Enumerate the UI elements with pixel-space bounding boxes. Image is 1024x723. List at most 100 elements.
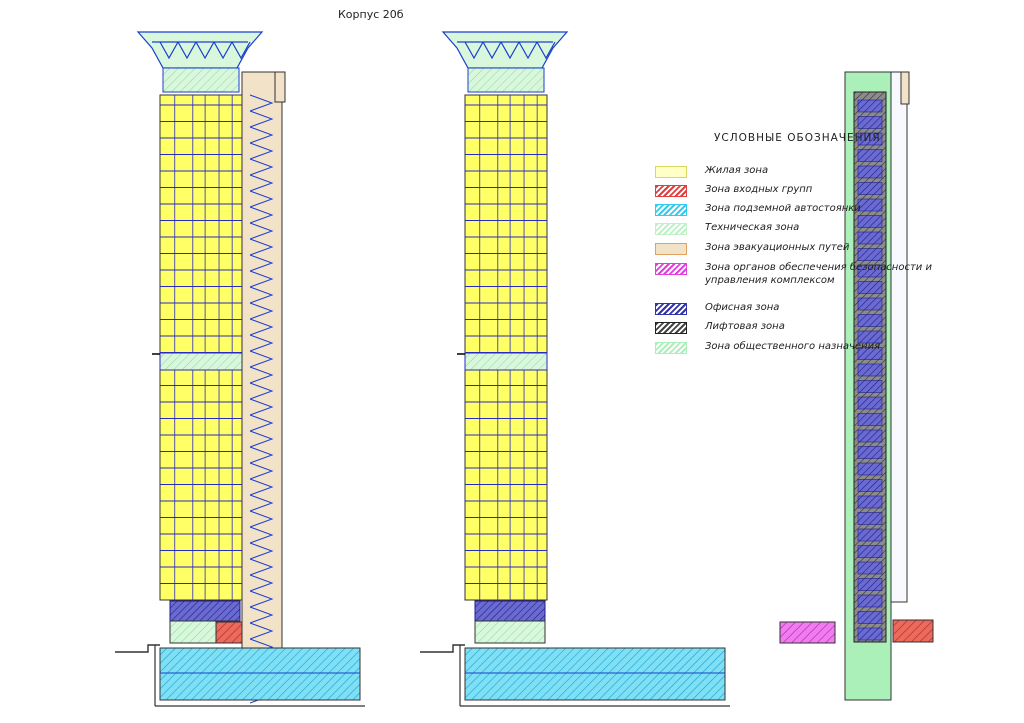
technical-top <box>162 67 240 93</box>
legend-swatch <box>655 303 687 315</box>
stair-flight <box>249 526 274 544</box>
lift-cabin <box>857 446 883 459</box>
stair-flight <box>249 494 274 512</box>
stair-flight <box>249 190 274 208</box>
parking-zone <box>159 647 361 701</box>
lift-cabin <box>857 248 883 261</box>
stair-flight <box>249 302 274 320</box>
legend-title: УСЛОВНЫЕ ОБОЗНАЧЕНИЯ <box>714 132 881 144</box>
stair-flight <box>249 206 274 224</box>
legend-label: Зона входных групп <box>705 184 813 195</box>
lift-cabin <box>857 231 883 245</box>
crown-truss <box>195 41 215 60</box>
lift-cabin <box>857 149 883 162</box>
lift-cabin <box>857 479 883 492</box>
lift-cabin <box>857 347 883 360</box>
legend-label: Лифтовая зона <box>705 321 785 332</box>
stair-flight <box>249 590 274 608</box>
legend-swatch <box>655 185 687 197</box>
stair-flight <box>249 606 274 624</box>
ground-line <box>115 644 160 653</box>
legend-swatch <box>655 223 687 235</box>
side-wall <box>890 71 908 603</box>
lift-cabin <box>857 363 883 377</box>
stair-flight <box>249 158 274 176</box>
security-zone <box>779 621 836 644</box>
stair-flight <box>249 462 274 480</box>
crown-truss <box>518 41 538 60</box>
legend-swatch <box>655 263 687 275</box>
legend-label: Зона общественного назначения <box>705 341 881 352</box>
roof-exit <box>900 71 910 105</box>
lift-cabin <box>857 132 883 146</box>
lift-cabin <box>857 561 883 575</box>
crown-truss <box>500 41 520 60</box>
entrance-zone <box>215 621 243 644</box>
lift-cabin <box>857 578 883 591</box>
lift-cabin <box>857 215 883 228</box>
crown-truss <box>482 41 502 60</box>
office-zone <box>169 600 241 622</box>
technical-top <box>467 67 545 93</box>
crown-truss <box>177 41 197 60</box>
legend-label: Жилая зона <box>705 165 769 176</box>
office-zone <box>474 600 546 622</box>
stair-flight <box>249 126 274 144</box>
lift-cabin <box>857 396 883 410</box>
stair-flight <box>249 222 274 240</box>
stair-flight <box>249 622 274 640</box>
lift-cabin <box>857 429 883 443</box>
stair-flight <box>249 142 274 160</box>
lift-cabin <box>857 165 883 179</box>
legend-label: Зона органов обеспечения безопасности и … <box>705 262 932 286</box>
lift-cabin <box>857 495 883 509</box>
ground-line <box>420 644 465 653</box>
lift-cabin <box>857 198 883 212</box>
building-title: Корпус 20б <box>338 8 404 21</box>
legend-swatch <box>655 342 687 354</box>
legend-label: Зона эвакуационных путей <box>705 242 850 253</box>
lift-cabin <box>857 182 883 195</box>
stair-flight <box>249 542 274 560</box>
crown-truss <box>213 41 233 60</box>
lift-cabin <box>857 462 883 476</box>
lift-cabin <box>857 330 883 344</box>
lift-cabin <box>857 594 883 608</box>
lift-cabin <box>857 528 883 542</box>
stair-flight <box>249 286 274 304</box>
stair-flight <box>249 510 274 528</box>
stair-flight <box>249 558 274 576</box>
legend-label: Техническая зона <box>705 222 800 233</box>
lift-cabin <box>857 116 883 129</box>
legend-label: Офисная зона <box>705 302 780 313</box>
stair-flight <box>249 350 274 368</box>
stair-flight <box>249 574 274 592</box>
stair-flight <box>249 270 274 288</box>
technical-mid <box>159 352 243 371</box>
stair-flight <box>249 478 274 496</box>
stair-flight <box>249 94 274 112</box>
living-zone <box>159 94 243 601</box>
lift-cabin <box>857 413 883 426</box>
crown-truss <box>464 41 484 60</box>
lift-cabin <box>857 264 883 278</box>
lift-cabin <box>857 99 883 113</box>
stair-flight <box>249 398 274 416</box>
legend-swatch <box>655 204 687 216</box>
entrance-zone <box>892 619 934 643</box>
lift-cabin <box>857 627 883 641</box>
elevation-sections <box>115 31 934 707</box>
stair-flight <box>249 110 274 128</box>
crown-truss <box>231 41 251 60</box>
legend-swatch <box>655 166 687 178</box>
crown-truss <box>159 41 179 60</box>
lift-cabin <box>857 380 883 393</box>
stair-flight <box>249 414 274 432</box>
legend-swatch <box>655 322 687 334</box>
legend-label: Зона подземной автостоянки <box>705 203 861 214</box>
lift-cabin <box>857 545 883 558</box>
stair-flight <box>249 382 274 400</box>
stair-flight <box>249 318 274 336</box>
living-zone <box>464 94 548 601</box>
